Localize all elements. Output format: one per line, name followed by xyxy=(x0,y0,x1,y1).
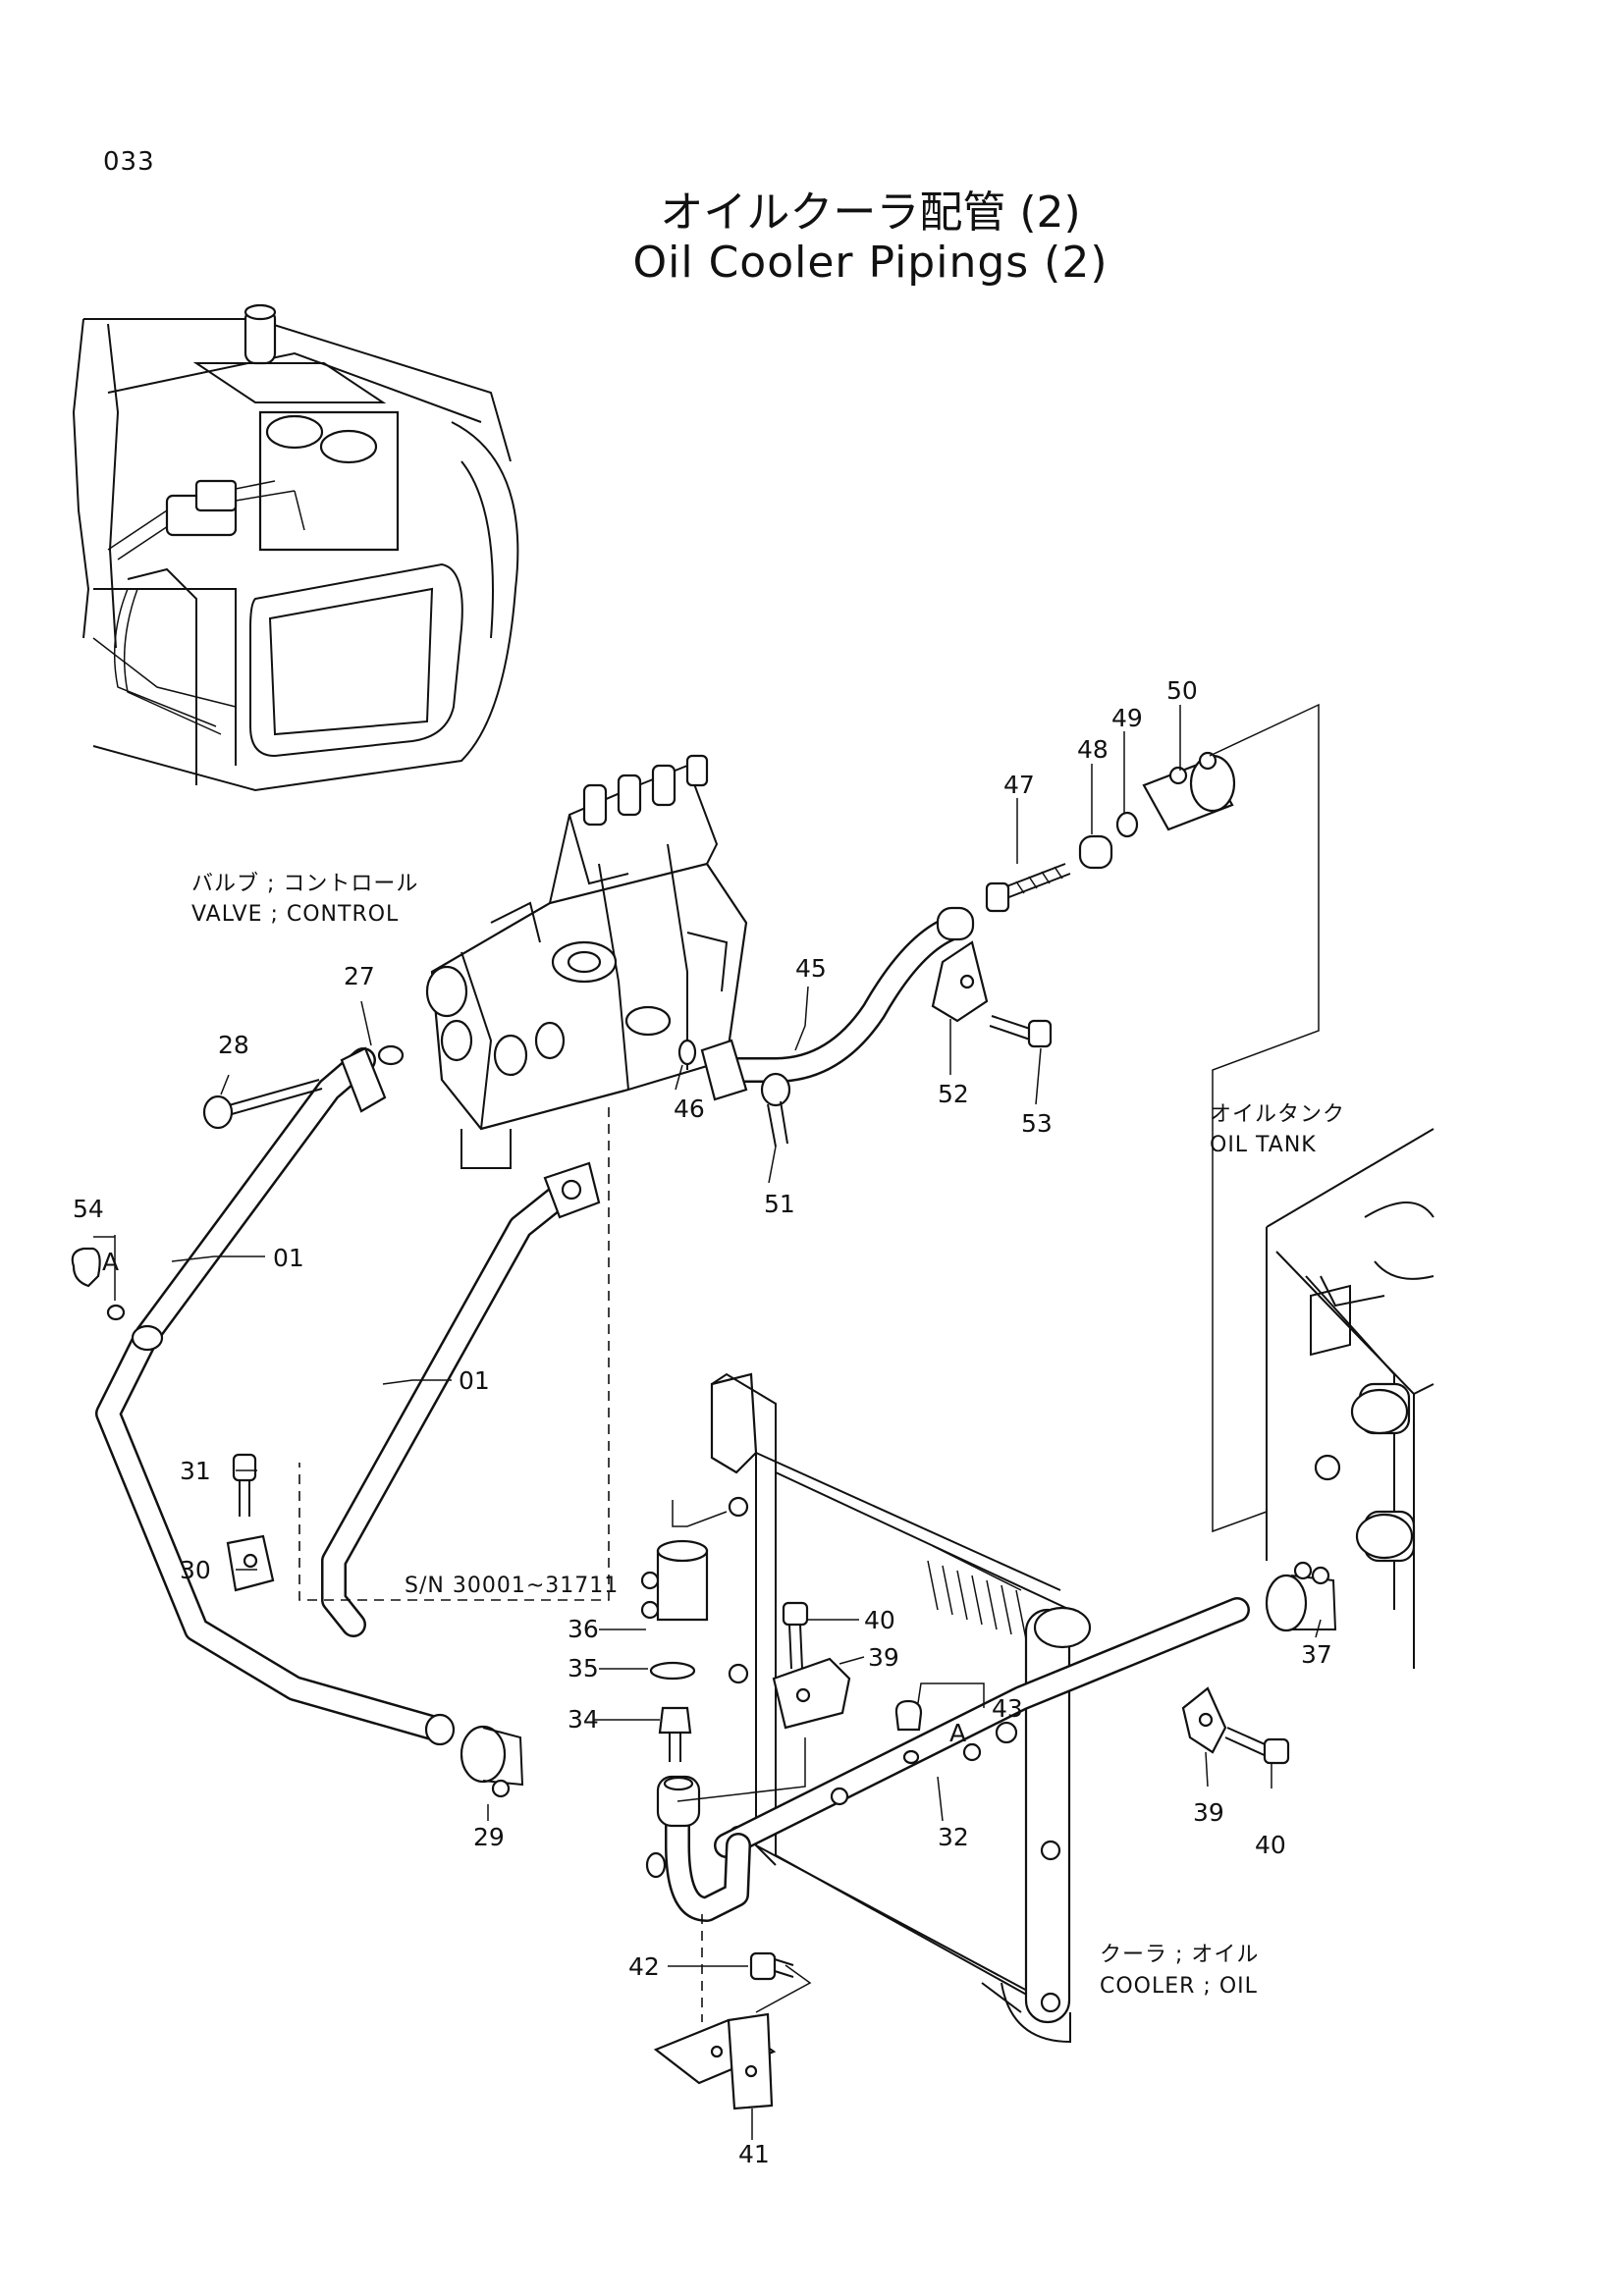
part-label-40-right: 40 xyxy=(1255,1831,1286,1859)
clamp-52 xyxy=(931,940,989,1023)
flange-28 xyxy=(340,1046,387,1113)
part-label-01-main: 01 xyxy=(273,1244,304,1272)
part-label-40-center: 40 xyxy=(864,1606,895,1634)
part-label-34: 34 xyxy=(568,1705,599,1734)
part-labels: 27 28 01 01 54 A 31 30 29 36 35 34 40 39… xyxy=(73,676,1332,2168)
o-ring-43 xyxy=(902,1749,920,1765)
caption-cooler-japanese: クーラ ; オイル xyxy=(1100,1943,1259,1967)
bracket-ref-line-2 xyxy=(755,1964,812,2013)
part-label-39-center: 39 xyxy=(868,1643,899,1672)
o-ring-46 xyxy=(677,1039,697,1066)
part-label-29: 29 xyxy=(473,1823,505,1851)
bolt-28 xyxy=(202,1079,323,1130)
bolt-40-right xyxy=(1224,1727,1290,1765)
flange-51 xyxy=(700,1039,748,1101)
plug-43 xyxy=(894,1699,923,1732)
clamp-39-right xyxy=(1181,1686,1227,1754)
part-label-53: 53 xyxy=(1021,1109,1053,1138)
part-label-39-right: 39 xyxy=(1193,1798,1224,1827)
bolt-42 xyxy=(749,1951,794,1981)
part-label-01-alternate: 01 xyxy=(459,1366,490,1395)
part-label-42: 42 xyxy=(628,1952,660,1981)
clamp-29 xyxy=(460,1725,524,1798)
part-label-31: 31 xyxy=(180,1457,211,1485)
bolt-51 xyxy=(760,1072,791,1148)
part-label-47: 47 xyxy=(1003,771,1035,799)
machine-overview-illustration xyxy=(72,303,519,792)
part-label-27: 27 xyxy=(344,962,375,990)
part-label-37: 37 xyxy=(1301,1640,1332,1669)
oil-tank-outline-line xyxy=(1209,703,1320,1533)
part-label-36: 36 xyxy=(568,1615,599,1643)
part-label-32: 32 xyxy=(938,1823,969,1851)
part-label-35: 35 xyxy=(568,1654,599,1682)
caption-serial-range: S/N 30001~31711 xyxy=(405,1574,619,1598)
bolt-53 xyxy=(989,1015,1053,1048)
cooler-ref-line-2 xyxy=(676,1737,806,1802)
clamp-30 xyxy=(226,1534,275,1592)
clamp-37 xyxy=(1265,1561,1337,1632)
part-label-46: 46 xyxy=(674,1095,705,1123)
pipe-01-alternate xyxy=(321,1161,601,1637)
captions: バルブ ; コントロール VALVE ; CONTROL オイルタンク OIL … xyxy=(191,872,1345,1999)
clamp-36 xyxy=(640,1539,709,1622)
part-label-28: 28 xyxy=(218,1031,249,1059)
part-label-48: 48 xyxy=(1077,735,1109,764)
leader-lines xyxy=(93,705,1322,2140)
part-label-30: 30 xyxy=(180,1556,211,1584)
caption-valve-japanese: バルブ ; コントロール xyxy=(191,872,418,896)
detail-marker-a-right: A xyxy=(949,1719,966,1747)
bracket-41 xyxy=(653,2012,777,2110)
pipe-45 xyxy=(709,906,975,1092)
page-title-japanese: オイルクーラ配管 (2) xyxy=(660,187,1081,238)
o-ring-27 xyxy=(377,1044,405,1066)
part-label-54: 54 xyxy=(73,1195,104,1223)
caption-oil-tank-japanese: オイルタンク xyxy=(1210,1102,1345,1127)
detail-marker-a-left: A xyxy=(102,1248,119,1276)
part-label-49: 49 xyxy=(1111,704,1143,732)
snap-ring-35 xyxy=(649,1661,696,1681)
plug-54 xyxy=(71,1247,101,1288)
washer-49 xyxy=(1115,811,1139,838)
part-label-52: 52 xyxy=(938,1080,969,1108)
part-label-51: 51 xyxy=(764,1190,795,1218)
bolt-31 xyxy=(232,1453,257,1517)
caption-valve-english: VALVE ; CONTROL xyxy=(191,902,399,927)
collar-48 xyxy=(1078,834,1113,870)
part-label-45: 45 xyxy=(795,954,827,983)
cooler-ref-line xyxy=(672,1500,728,1527)
part-label-41: 41 xyxy=(738,2140,770,2168)
pipe-01-main xyxy=(95,1047,456,1746)
bolt-40-center xyxy=(782,1601,809,1670)
o-ring-54 xyxy=(106,1304,126,1321)
control-valve xyxy=(425,754,748,1169)
bolt-34 xyxy=(658,1706,692,1762)
pipe-elbow-cooler-inlet xyxy=(645,1775,751,1922)
oil-tank-illustration xyxy=(1266,1128,1434,1669)
part-label-43: 43 xyxy=(992,1694,1023,1723)
part-label-50: 50 xyxy=(1166,676,1198,705)
caption-cooler-english: COOLER ; OIL xyxy=(1100,1974,1258,1999)
caption-oil-tank-english: OIL TANK xyxy=(1210,1133,1317,1157)
page-title-english: Oil Cooler Pipings (2) xyxy=(632,238,1109,288)
pipe-32 xyxy=(714,1597,1250,1858)
clamp-50 xyxy=(1142,751,1236,831)
page-number: 033 xyxy=(103,147,155,177)
oil-cooler-illustration xyxy=(710,1372,1092,2044)
serial-alternate-box xyxy=(298,1107,610,1601)
clamp-39-center xyxy=(772,1657,851,1730)
bolt-47 xyxy=(985,863,1071,913)
